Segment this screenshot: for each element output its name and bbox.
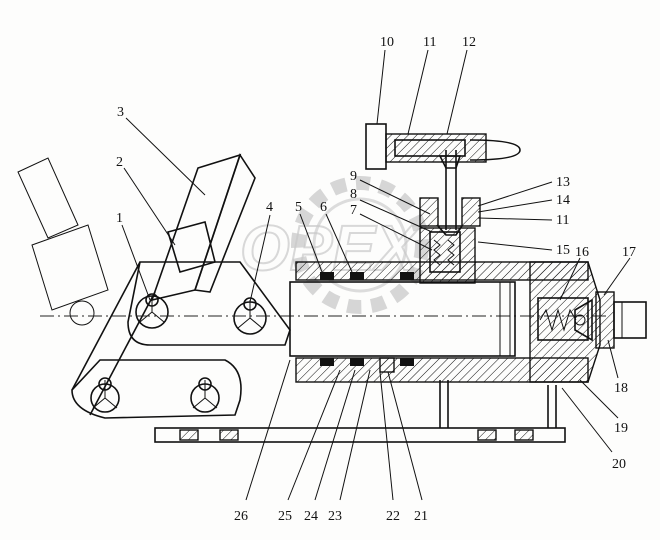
pin-1 — [135, 293, 169, 329]
pin-lower-left — [90, 377, 120, 413]
label-3: 3 — [117, 105, 124, 120]
label-11-top: 11 — [423, 35, 436, 50]
label-17: 17 — [622, 245, 636, 260]
label-12: 12 — [462, 35, 476, 50]
cylinder-body — [289, 261, 601, 383]
label-26: 26 — [234, 509, 248, 524]
end-valve — [537, 291, 647, 349]
label-18: 18 — [614, 381, 628, 396]
label-21: 21 — [414, 509, 428, 524]
label-14: 14 — [556, 193, 570, 208]
label-20: 20 — [612, 457, 626, 472]
label-25: 25 — [278, 509, 292, 524]
label-22: 22 — [386, 509, 400, 524]
top-handle — [365, 123, 521, 170]
pivot-circle — [69, 300, 95, 326]
label-5: 5 — [295, 200, 302, 215]
label-9: 9 — [350, 169, 357, 184]
label-23: 23 — [328, 509, 342, 524]
label-4: 4 — [266, 200, 273, 215]
top-valve — [419, 150, 481, 284]
pin-lower-right — [190, 377, 220, 413]
label-19: 19 — [614, 421, 628, 436]
base-plate — [154, 380, 566, 443]
label-11-mid: 11 — [556, 213, 569, 228]
label-10: 10 — [380, 35, 394, 50]
label-13: 13 — [556, 175, 570, 190]
label-6: 6 — [320, 200, 327, 215]
label-15: 15 — [556, 243, 570, 258]
label-2: 2 — [116, 155, 123, 170]
leader-lines — [121, 49, 631, 501]
label-1: 1 — [116, 211, 123, 226]
linkage-assembly — [17, 153, 291, 419]
label-8: 8 — [350, 187, 357, 202]
pin-4 — [233, 297, 267, 335]
label-16: 16 — [575, 245, 589, 260]
label-24: 24 — [304, 509, 318, 524]
label-7: 7 — [350, 203, 357, 218]
